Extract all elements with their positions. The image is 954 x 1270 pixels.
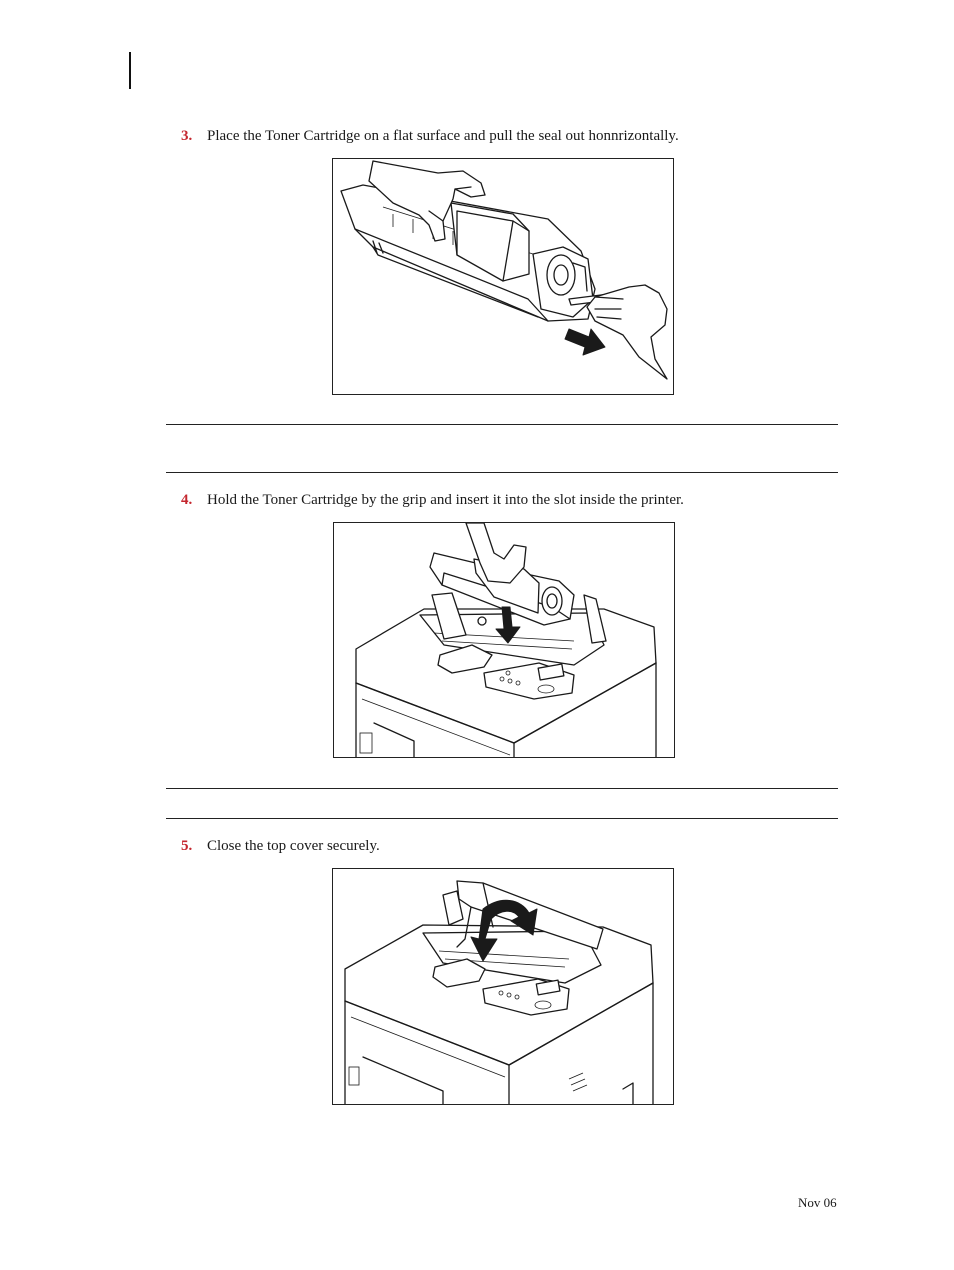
divider-1 <box>166 424 838 425</box>
figure-close-cover <box>332 868 674 1105</box>
divider-2 <box>166 472 838 473</box>
step-5-number: 5. <box>181 838 193 854</box>
figure-pull-seal <box>332 158 674 395</box>
step-3-text: Place the Toner Cartridge on a flat surf… <box>207 128 679 144</box>
step-4-text: Hold the Toner Cartridge by the grip and… <box>207 492 684 508</box>
close-cover-illustration <box>344 880 654 1104</box>
step-3-number: 3. <box>181 128 193 144</box>
step-4-number: 4. <box>181 492 193 508</box>
footer-date: Nov 06 <box>798 1195 837 1210</box>
divider-3 <box>166 788 838 789</box>
figure-insert-cartridge <box>333 522 675 758</box>
step-3: 3. Place the Toner Cartridge on a flat su… <box>181 127 679 145</box>
step-5: 5. Close the top cover securely. <box>181 837 380 855</box>
hand-pulling-seal-illustration <box>340 160 668 380</box>
divider-4 <box>166 818 838 819</box>
step-4: 4. Hold the Toner Cartridge by the grip a… <box>181 491 684 509</box>
step-5-text: Close the top cover securely. <box>207 838 380 854</box>
margin-change-bar <box>129 52 131 89</box>
insert-cartridge-illustration <box>355 523 657 757</box>
